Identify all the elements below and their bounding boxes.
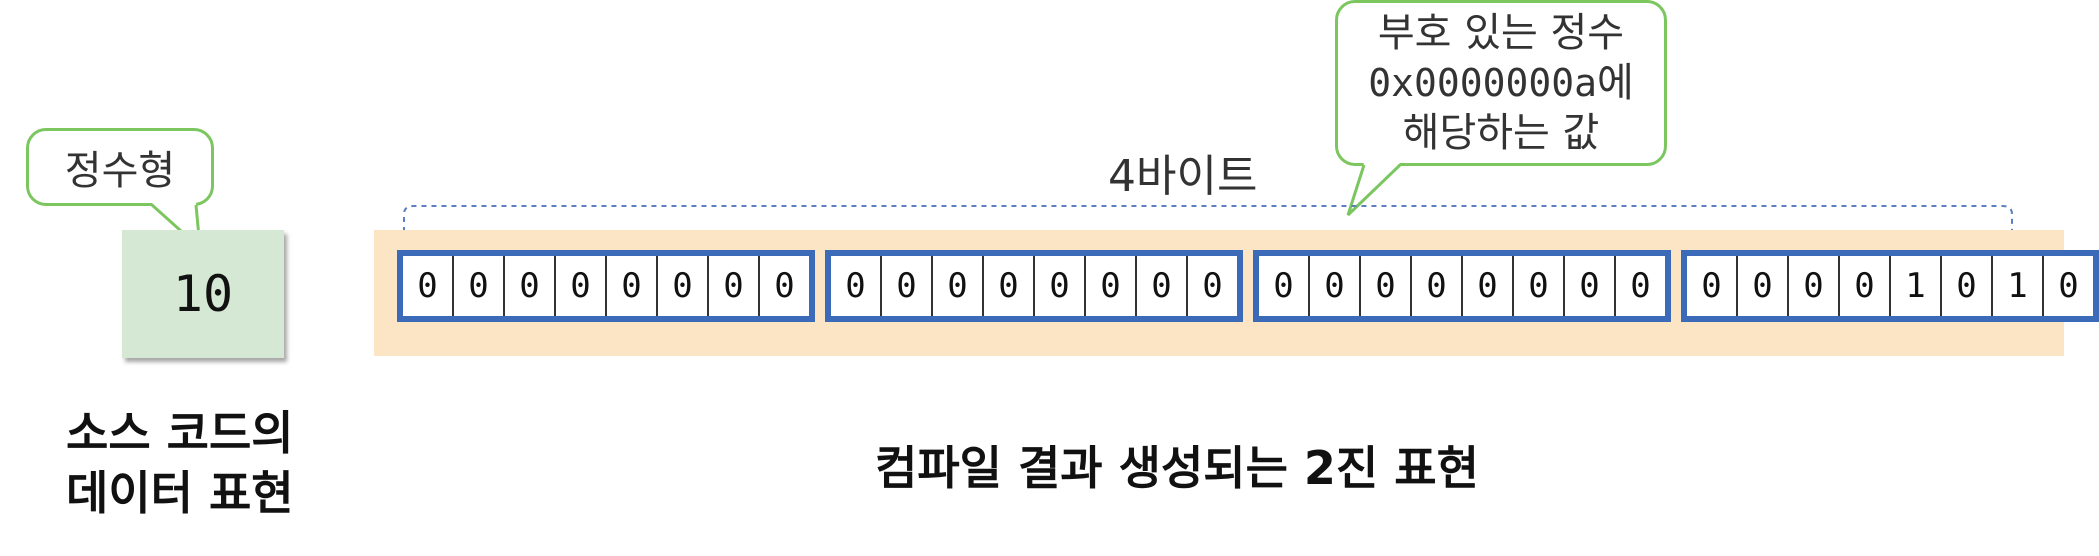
bit: 0 xyxy=(774,266,795,306)
bit: 0 xyxy=(1463,256,1514,316)
callout-line-2: 0x0000000a에 xyxy=(1368,58,1634,108)
bit: 0 xyxy=(1565,256,1616,316)
binary-caption: 컴파일 결과 생성되는 2진 표현 xyxy=(875,441,1479,495)
bit: 1 xyxy=(1993,256,2044,316)
four-byte-bracket xyxy=(403,205,2013,232)
source-value: 10 xyxy=(172,265,234,323)
bit: 0 xyxy=(2058,266,2079,306)
bit: 0 xyxy=(709,256,760,316)
signed-integer-callout: 부호 있는 정수 0x0000000a에 해당하는 값 xyxy=(1335,0,1667,166)
integer-type-callout: 정수형 xyxy=(26,128,214,206)
callout-line-3: 해당하는 값 xyxy=(1402,110,1600,156)
callout-hex-value: 0x0000000a xyxy=(1368,61,1597,105)
byte-1: 0 0 0 0 0 0 0 0 xyxy=(397,250,815,322)
bit: 0 xyxy=(1514,256,1565,316)
byte-2: 0 0 0 0 0 0 0 0 xyxy=(825,250,1243,322)
bit: 0 xyxy=(1202,266,1223,306)
bit: 0 xyxy=(831,256,882,316)
bit: 0 xyxy=(556,256,607,316)
bit: 0 xyxy=(882,256,933,316)
bit: 0 xyxy=(933,256,984,316)
source-caption-line-1: 소스 코드의 xyxy=(66,406,294,460)
bit: 0 xyxy=(1789,256,1840,316)
source-caption-line-2: 데이터 표현 xyxy=(66,466,294,520)
callout-line-1: 부호 있는 정수 xyxy=(1377,10,1625,56)
source-code-caption: 소스 코드의 데이터 표현 xyxy=(66,403,366,523)
bit: 0 xyxy=(1259,256,1310,316)
bit: 0 xyxy=(984,256,1035,316)
bit: 0 xyxy=(403,256,454,316)
callout-hex-suffix: 에 xyxy=(1596,60,1634,106)
bit: 0 xyxy=(1630,266,1651,306)
bit: 0 xyxy=(1942,256,1993,316)
binary-representation: 0 0 0 0 0 0 0 0 0 0 0 0 0 0 0 0 0 0 0 0 … xyxy=(397,250,2099,322)
byte-4: 0 0 0 0 1 0 1 0 xyxy=(1681,250,2099,322)
four-byte-label: 4바이트 xyxy=(1108,151,1258,202)
bit: 0 xyxy=(1361,256,1412,316)
bit: 0 xyxy=(607,256,658,316)
bit: 0 xyxy=(1310,256,1361,316)
source-value-box: 10 xyxy=(122,230,284,358)
bit: 0 xyxy=(658,256,709,316)
byte-3: 0 0 0 0 0 0 0 0 xyxy=(1253,250,1671,322)
signed-integer-callout-tail xyxy=(1346,163,1402,217)
bit: 0 xyxy=(1086,256,1137,316)
bit: 0 xyxy=(454,256,505,316)
bit: 0 xyxy=(505,256,556,316)
bit: 0 xyxy=(1738,256,1789,316)
bit: 0 xyxy=(1687,256,1738,316)
integer-type-label: 정수형 xyxy=(64,148,176,194)
bit: 0 xyxy=(1035,256,1086,316)
bit: 1 xyxy=(1891,256,1942,316)
bit: 0 xyxy=(1137,256,1188,316)
bit: 0 xyxy=(1412,256,1463,316)
bit: 0 xyxy=(1840,256,1891,316)
